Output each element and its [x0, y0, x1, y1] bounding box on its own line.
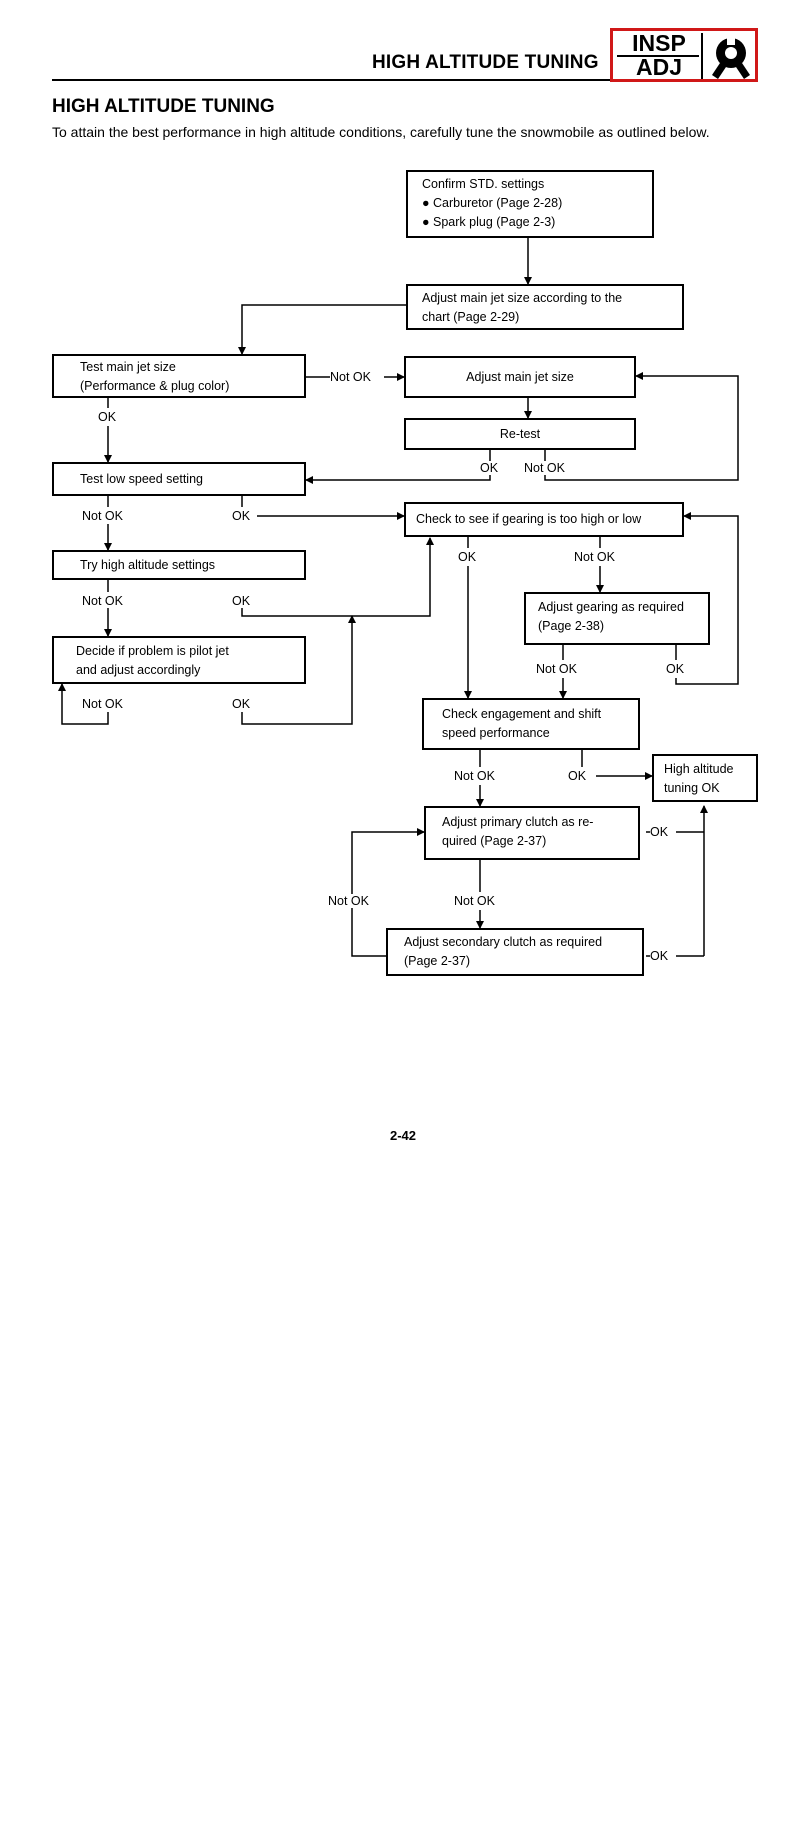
engagement-line-2: speed performance — [442, 726, 550, 740]
label-pilot-jet-not-ok: Not OK — [82, 697, 123, 711]
high-alt-ok-line-2: tuning OK — [664, 781, 720, 795]
confirm-line-2: ● Carburetor (Page 2-28) — [422, 196, 563, 210]
confirm-line-1: Confirm STD. settings — [422, 177, 545, 191]
header-rule — [52, 79, 610, 81]
pilot-jet-box: Decide if problem is pilot jet and adjus… — [52, 636, 306, 684]
adjust-gearing-line-1: Adjust gearing as required — [538, 600, 684, 614]
engagement-line-1: Check engagement and shift — [442, 707, 602, 721]
label-high-alt-ok: OK — [232, 594, 251, 608]
page-header-title: HIGH ALTITUDE TUNING — [372, 52, 599, 73]
adjust-main-jet-box: Adjust main jet size — [404, 356, 636, 398]
adjust-chart-line-1: Adjust main jet size according to the — [422, 291, 623, 305]
test-main-jet-box: Test main jet size (Performance & plug c… — [52, 354, 306, 398]
label-adjust-gearing-not-ok: Not OK — [536, 662, 577, 676]
label-secondary-loop-not-ok: Not OK — [328, 894, 369, 908]
page-number: 2-42 — [390, 1128, 417, 1143]
label-pilot-jet-ok: OK — [232, 697, 251, 711]
engagement-box: Check engagement and shift speed perform… — [422, 698, 640, 750]
secondary-clutch-line-1: Adjust secondary clutch as required — [404, 935, 603, 949]
try-high-altitude-box: Try high altitude settings — [52, 550, 306, 580]
badge-top-label: INSP — [632, 30, 686, 56]
pilot-jet-line-2: and adjust accordingly — [76, 663, 201, 677]
check-gearing-box: Check to see if gearing is too high or l… — [404, 502, 684, 537]
insp-adj-badge: INSP ADJ — [610, 28, 758, 82]
secondary-clutch-box: Adjust secondary clutch as required (Pag… — [386, 928, 644, 976]
adjust-gearing-line-2: (Page 2-38) — [538, 619, 605, 633]
intro-paragraph: To attain the best performance in high a… — [52, 124, 710, 140]
label-primary-ok: OK — [650, 825, 669, 839]
label-retest-not-ok: Not OK — [524, 461, 565, 475]
label-retest-ok: OK — [480, 461, 499, 475]
label-gearing-not-ok: Not OK — [574, 550, 615, 564]
retest-label: Re-test — [499, 427, 541, 441]
label-low-speed-not-ok: Not OK — [82, 509, 123, 523]
label-secondary-ok: OK — [650, 949, 669, 963]
label-engagement-ok: OK — [568, 769, 587, 783]
label-engagement-not-ok: Not OK — [454, 769, 495, 783]
high-altitude-ok-box: High altitude tuning OK — [652, 754, 758, 802]
check-gearing-label: Check to see if gearing is too high or l… — [416, 512, 642, 526]
test-main-jet-line-1: Test main jet size — [80, 360, 176, 374]
primary-clutch-line-2: quired (Page 2-37) — [442, 834, 547, 848]
pilot-jet-line-1: Decide if problem is pilot jet — [76, 644, 229, 658]
label-test-main-not-ok: Not OK — [330, 370, 371, 384]
adjust-chart-line-2: chart (Page 2-29) — [422, 310, 520, 324]
adjust-gearing-box: Adjust gearing as required (Page 2-38) — [524, 592, 710, 645]
retest-box: Re-test — [404, 418, 636, 450]
badge-divider — [617, 55, 699, 57]
section-title: HIGH ALTITUDE TUNING — [52, 96, 275, 117]
adjust-main-jet-chart-box: Adjust main jet size according to the ch… — [406, 284, 684, 330]
badge-separator — [701, 33, 703, 79]
confirm-line-3: ● Spark plug (Page 2-3) — [422, 215, 556, 229]
label-gearing-ok: OK — [458, 550, 477, 564]
secondary-clutch-line-2: (Page 2-37) — [404, 954, 471, 968]
label-test-main-ok: OK — [98, 410, 117, 424]
label-low-speed-ok: OK — [232, 509, 251, 523]
confirm-std-settings-box: Confirm STD. settings ● Carburetor (Page… — [406, 170, 654, 238]
label-adjust-gearing-ok: OK — [666, 662, 685, 676]
primary-clutch-line-1: Adjust primary clutch as re- — [442, 815, 594, 829]
label-high-alt-not-ok: Not OK — [82, 594, 123, 608]
badge-bottom-label: ADJ — [635, 54, 682, 80]
label-primary-not-ok: Not OK — [454, 894, 495, 908]
wrench-icon — [712, 35, 750, 79]
high-alt-ok-line-1: High altitude — [664, 762, 734, 776]
test-low-speed-label: Test low speed setting — [80, 472, 203, 486]
test-main-jet-line-2: (Performance & plug color) — [80, 379, 230, 393]
try-high-altitude-label: Try high altitude settings — [80, 558, 216, 572]
adjust-main-jet-label: Adjust main jet size — [466, 370, 574, 384]
test-low-speed-box: Test low speed setting — [52, 462, 306, 496]
primary-clutch-box: Adjust primary clutch as re- quired (Pag… — [424, 806, 640, 860]
